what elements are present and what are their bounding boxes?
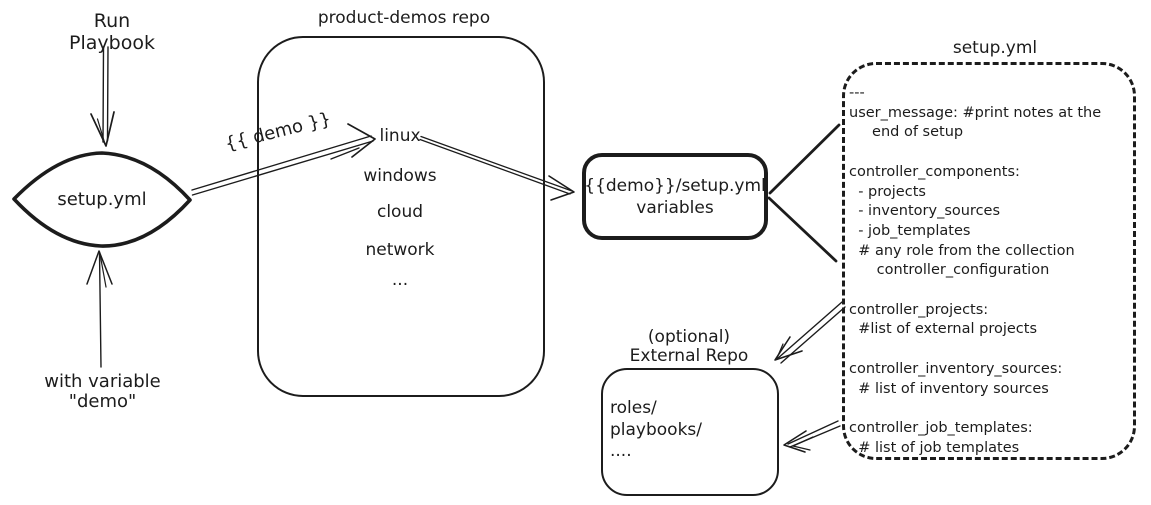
setup-yml-dashed-box (842, 62, 1136, 460)
variables-box-line1: {{demo}}/setup.yml (584, 175, 766, 196)
with-variable-label: with variable "demo" (20, 372, 185, 412)
external-repo-box (601, 368, 779, 496)
yaml-line: - projects (849, 183, 926, 200)
yaml-line: #list of external projects (849, 321, 1038, 338)
yaml-line: controller_inventory_sources: (849, 360, 1063, 377)
repo-title: product-demos repo (317, 8, 491, 28)
yaml-line (849, 399, 1133, 419)
yaml-line: - inventory_sources (849, 203, 1001, 220)
setup-yml-diamond-label: setup.yml (57, 189, 147, 210)
repo-item-windows: windows (363, 166, 437, 186)
yaml-line: end of setup (849, 124, 964, 141)
yaml-line: - job_templates (849, 222, 971, 239)
repo-item-network: network (365, 240, 435, 260)
yaml-line: # list of job templates (849, 439, 1020, 456)
yaml-line (849, 143, 1133, 163)
with-variable-line1: with variable (44, 371, 161, 392)
yaml-line: controller_projects: (849, 301, 989, 318)
repo-item-ellipsis: ... (391, 270, 409, 290)
external-repo-title-line1: (optional) (647, 327, 731, 347)
variables-box-line2: variables (636, 197, 714, 218)
yaml-line: --- (849, 85, 865, 101)
repo-item-cloud: cloud (376, 202, 424, 222)
external-repo-content: roles/ playbooks/ .... (610, 398, 702, 463)
with-variable-line2: "demo" (68, 391, 137, 412)
external-repo-title-line2: External Repo (629, 346, 749, 366)
job-templates-to-external-arrow-icon (783, 420, 841, 453)
run-playbook-arrow-down-icon (90, 46, 115, 147)
yaml-line: # list of inventory sources (849, 380, 1049, 397)
external-repo-line-playbooks: playbooks/ (610, 419, 703, 440)
setup-yml-content: --- user_message: #print notes at the en… (849, 84, 1133, 458)
external-repo-title: (optional) External Repo (600, 328, 778, 366)
yaml-line: controller_job_templates: (849, 419, 1033, 436)
yaml-line (849, 340, 1133, 360)
yaml-line (849, 281, 1133, 301)
yaml-line: controller_components: (849, 163, 1020, 180)
external-repo-line-dots: .... (610, 441, 632, 461)
yaml-line: # any role from the collection (849, 242, 1075, 259)
run-playbook-label: Run Playbook (69, 10, 155, 54)
with-variable-arrow-up-icon (86, 250, 113, 368)
yaml-line: controller_configuration (849, 262, 1050, 279)
product-demos-repo-box (257, 36, 545, 397)
variables-fork-lines (767, 123, 841, 263)
demo-setup-variables-box: {{demo}}/setup.yml variables (582, 153, 768, 240)
setup-yml-box-title: setup.yml (952, 38, 1038, 58)
external-repo-line-roles: roles/ (610, 398, 657, 418)
repo-item-linux: linux (379, 126, 421, 146)
projects-to-external-arrow-icon (774, 301, 846, 364)
yaml-line: user_message: #print notes at the (849, 104, 1102, 121)
